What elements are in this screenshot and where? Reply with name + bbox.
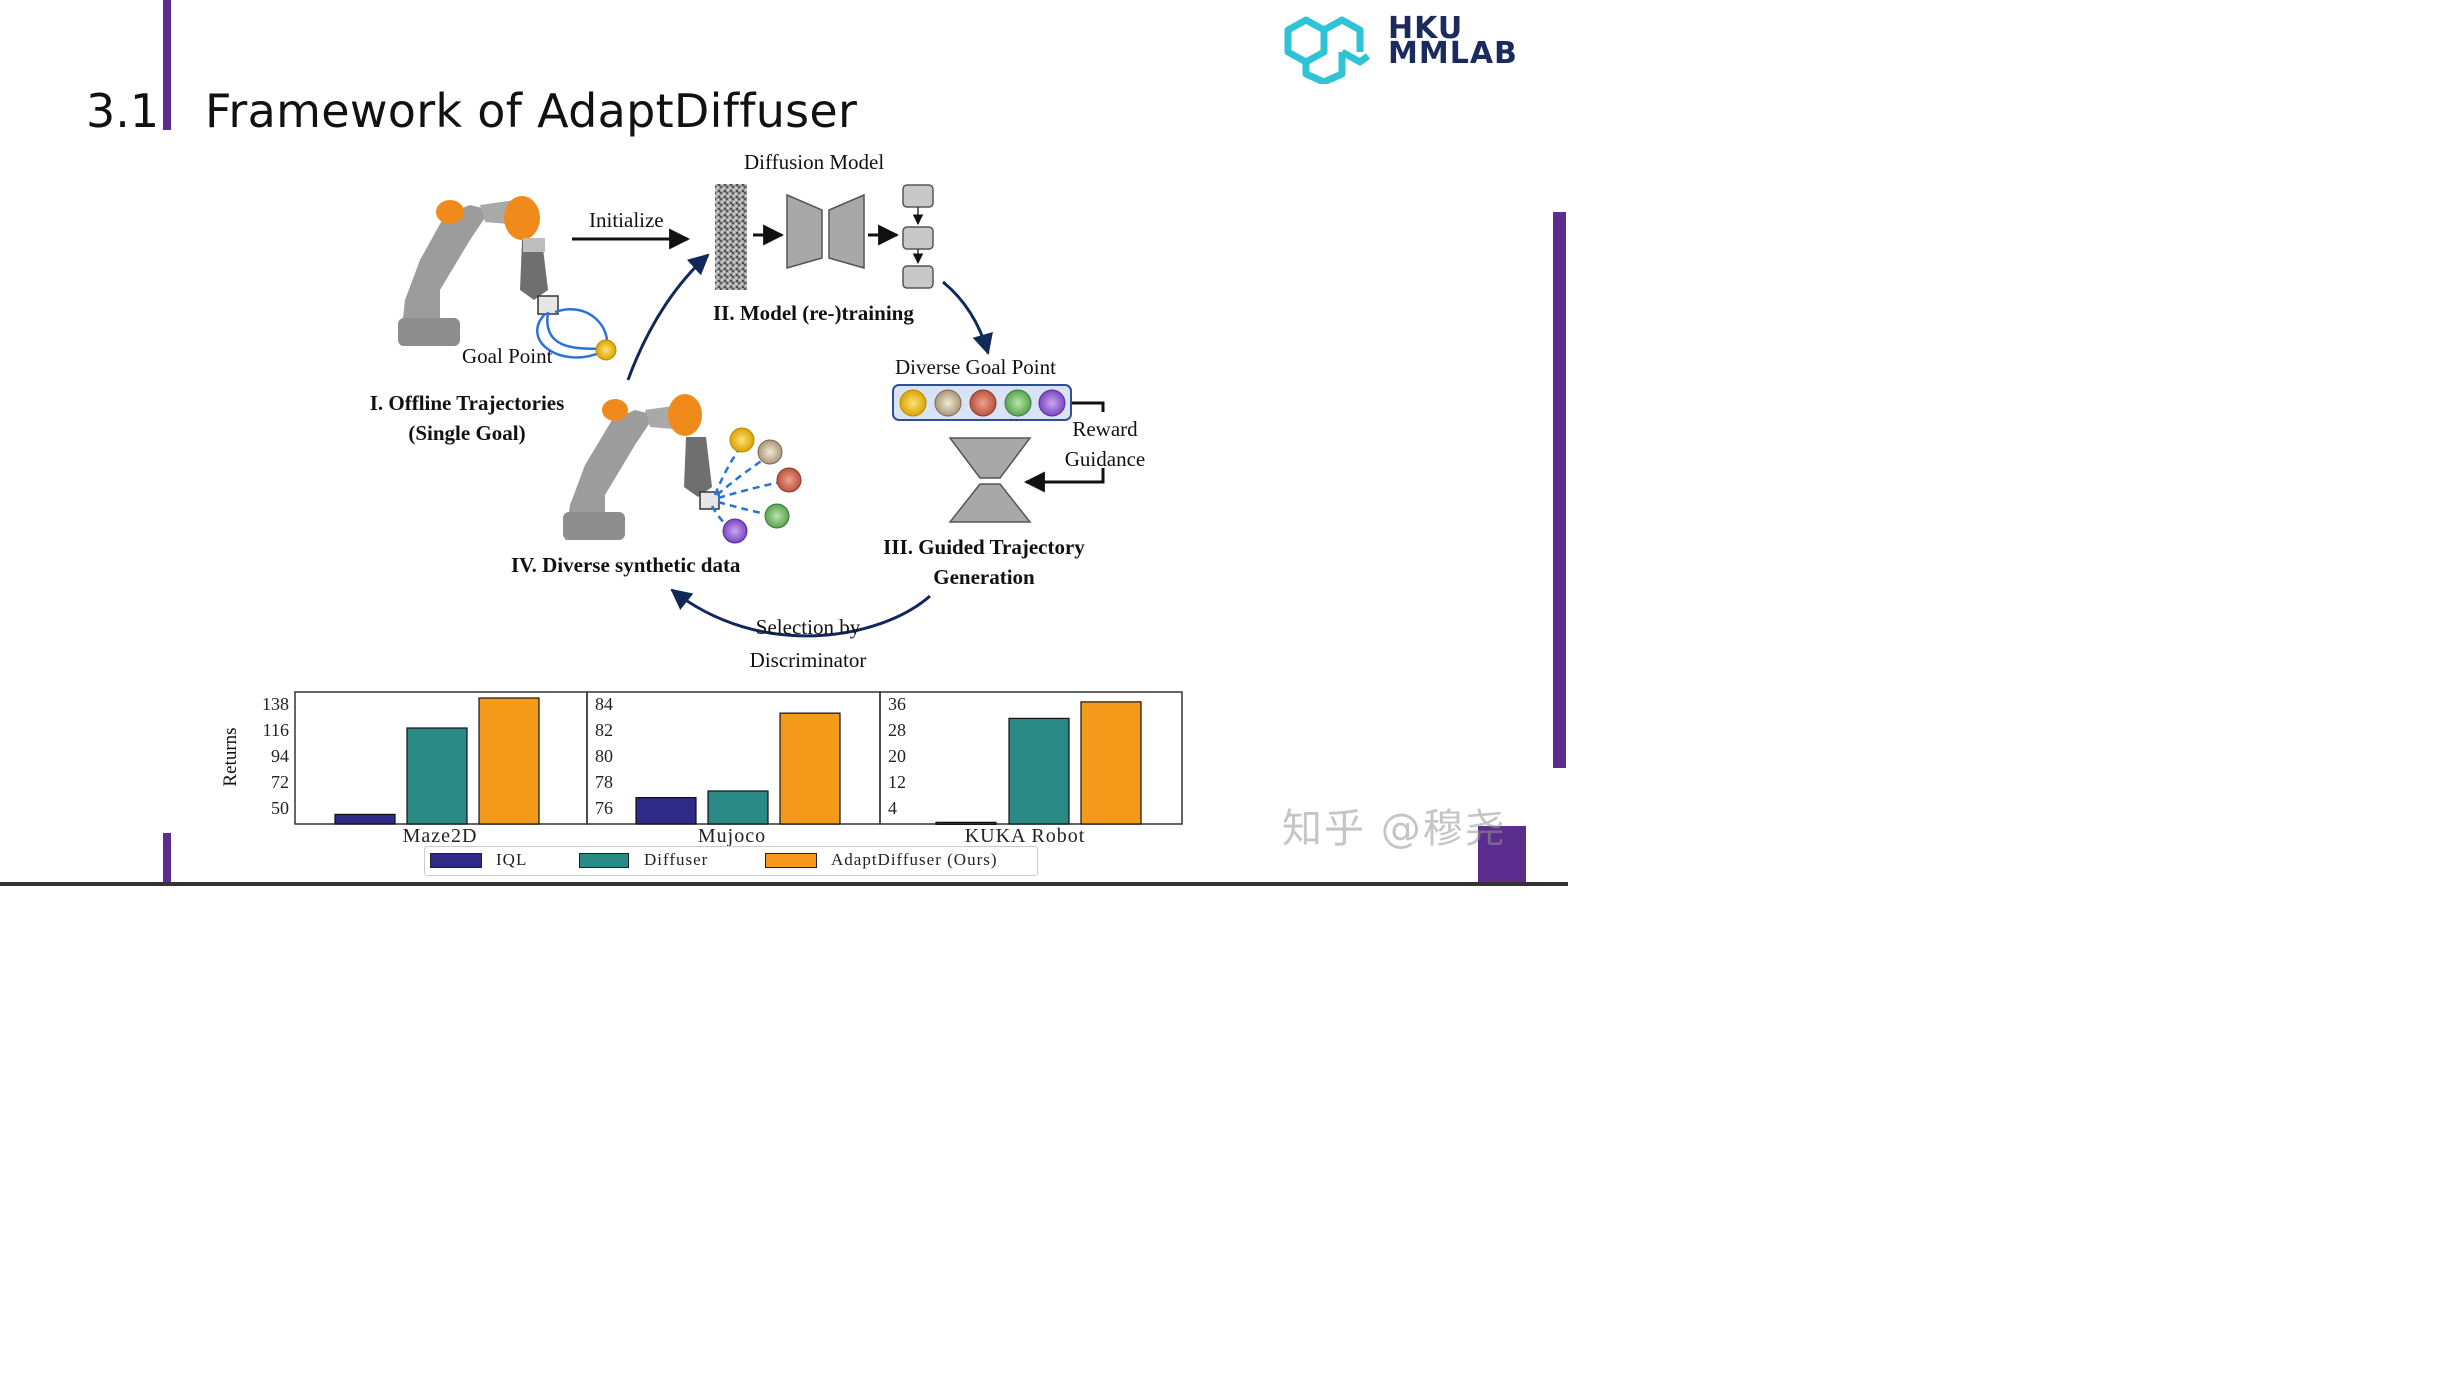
y-tick-label: 116 xyxy=(262,720,289,740)
bar-adaptdiffuser xyxy=(1080,701,1142,825)
y-tick-label: 72 xyxy=(271,772,289,792)
y-tick-label: 36 xyxy=(888,694,906,714)
selection-discriminator-label: Selection by Discriminator xyxy=(718,611,898,677)
y-tick-label: 80 xyxy=(595,746,613,766)
robot-arm-icon xyxy=(563,394,712,540)
guided-line-1: III. Guided Trajectory xyxy=(883,535,1085,559)
right-accent-bar xyxy=(1553,212,1566,768)
offline-trajectories-label: I. Offline Trajectories (Single Goal) xyxy=(350,388,584,448)
guided-trajectory-label: III. Guided Trajectory Generation xyxy=(862,532,1106,592)
selection-line-1: Selection by xyxy=(755,615,861,639)
y-tick-label: 76 xyxy=(595,798,613,818)
red-coin-icon xyxy=(776,467,802,493)
slide-number: 3.1 xyxy=(86,84,160,138)
cube-icon xyxy=(699,491,720,510)
panel-title-mujoco: Mujoco xyxy=(697,825,767,847)
green-coin-icon xyxy=(764,503,790,529)
hku-mmlab-logo-icon xyxy=(1284,16,1371,84)
panel-title-kuka: KUKA Robot xyxy=(964,825,1086,847)
legend-label-iql: IQL xyxy=(496,850,528,869)
logo-line-1: HKU xyxy=(1388,11,1464,46)
bar-iql xyxy=(334,813,396,825)
robot-arm-icon xyxy=(398,196,548,346)
bar-adaptdiffuser xyxy=(478,697,540,825)
legend-label-adaptdiffuser: AdaptDiffuser (Ours) xyxy=(831,850,998,869)
gold-coin-icon xyxy=(595,339,617,361)
chart-legend xyxy=(424,846,1038,876)
offline-line-2: (Single Goal) xyxy=(408,421,526,445)
panel-title-maze2d: Maze2D xyxy=(402,825,478,847)
logo-line-2: MMLAB xyxy=(1388,36,1518,71)
purple-coin-icon xyxy=(722,518,748,544)
y-tick-label: 4 xyxy=(888,798,897,818)
bar-diffuser xyxy=(406,727,468,825)
red-coin-icon xyxy=(969,389,997,417)
watermark: 知乎 @穆尧 xyxy=(1282,806,1507,852)
reward-line-1: Reward xyxy=(1072,417,1138,441)
framework-diagram xyxy=(398,184,1105,638)
y-tick-label: 20 xyxy=(888,746,906,766)
y-tick-label: 28 xyxy=(888,720,906,740)
bottom-border-line xyxy=(0,882,1568,886)
purple-coin-icon xyxy=(1038,389,1066,417)
y-tick-label: 82 xyxy=(595,720,613,740)
hourglass-icon xyxy=(948,437,1032,523)
bar-iql xyxy=(935,821,997,825)
initialize-label: Initialize xyxy=(589,208,664,232)
y-tick-label: 50 xyxy=(271,798,289,818)
bottom-right-accent-block xyxy=(1478,826,1526,886)
gold-coin-icon xyxy=(899,389,927,417)
model-training-label: II. Model (re-)training xyxy=(713,301,914,325)
selection-line-2: Discriminator xyxy=(749,648,867,672)
y-tick-label: 78 xyxy=(595,772,613,792)
bar-diffuser xyxy=(1008,717,1070,825)
legend-swatch-diffuser xyxy=(579,853,629,868)
diffusion-model-label: Diffusion Model xyxy=(744,150,885,174)
y-tick-label: 94 xyxy=(271,746,289,766)
bar-adaptdiffuser xyxy=(779,712,841,825)
legend-label-diffuser: Diffuser xyxy=(644,850,709,869)
slide-title: Framework of AdaptDiffuser xyxy=(205,84,858,138)
noise-image-icon xyxy=(715,184,747,290)
silver-coin-icon xyxy=(934,389,962,417)
silver-coin-icon xyxy=(757,439,783,465)
bar-iql xyxy=(635,796,697,825)
offline-line-1: I. Offline Trajectories xyxy=(369,391,565,415)
reward-line-2: Guidance xyxy=(1064,447,1146,471)
goal-point-label: Goal Point xyxy=(462,344,553,368)
reward-guidance-label: Reward Guidance xyxy=(1055,414,1155,474)
bar-diffuser xyxy=(707,790,769,825)
gold-coin-icon xyxy=(729,427,755,453)
diverse-synthetic-label: IV. Diverse synthetic data xyxy=(511,553,741,577)
legend-swatch-adaptdiffuser xyxy=(765,853,817,868)
y-tick-label: 84 xyxy=(595,694,613,714)
y-tick-label: 12 xyxy=(888,772,906,792)
bottom-left-accent-bar xyxy=(163,833,171,886)
unet-icon xyxy=(786,193,865,269)
logo-text: HKU MMLAB xyxy=(1388,11,1518,71)
returns-bar-chart xyxy=(294,691,1183,825)
title-accent-bar xyxy=(163,0,171,130)
legend-swatch-iql xyxy=(430,853,482,868)
model-block-stack xyxy=(902,184,934,289)
y-tick-label: 138 xyxy=(262,694,289,714)
guided-line-2: Generation xyxy=(933,565,1035,589)
diverse-goal-label: Diverse Goal Point xyxy=(895,355,1056,379)
green-coin-icon xyxy=(1004,389,1032,417)
